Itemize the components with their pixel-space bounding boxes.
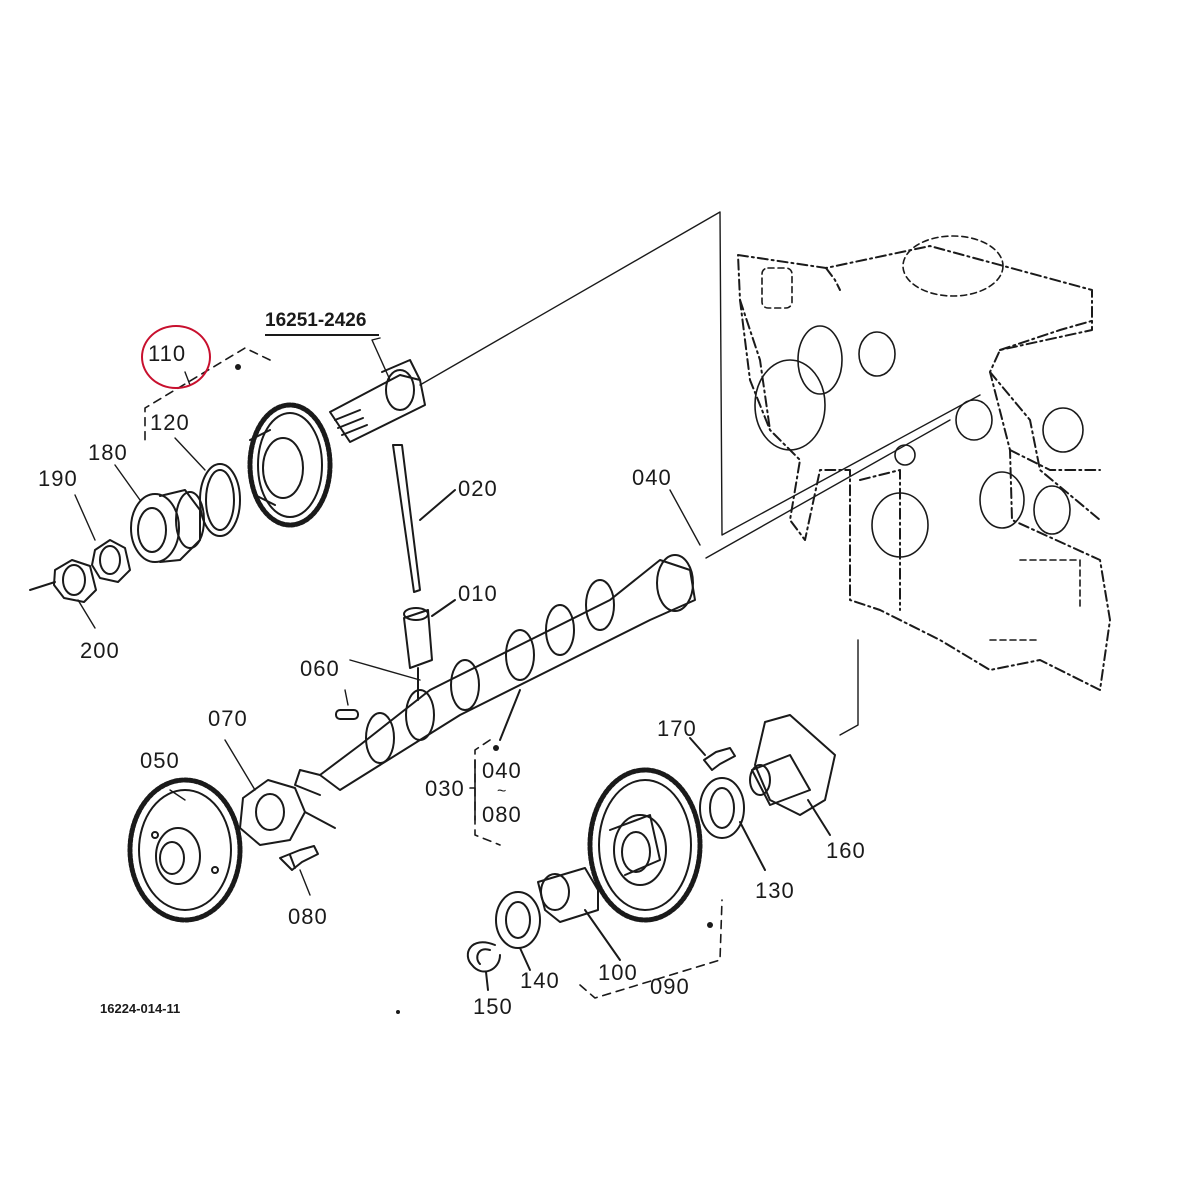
- cam-gear-050: [127, 777, 243, 923]
- callout-010[interactable]: 010: [458, 581, 498, 606]
- bearing-180: [130, 489, 205, 563]
- callout-070[interactable]: 070: [208, 706, 248, 731]
- callout-040-range[interactable]: 040: [482, 758, 522, 783]
- idler-gear-090: [587, 767, 703, 923]
- callout-060[interactable]: 060: [300, 656, 340, 681]
- tappet-010: [403, 599, 456, 701]
- idler-shaft: [329, 359, 426, 443]
- snap-ring-120: [199, 463, 241, 537]
- callout-110[interactable]: 110: [148, 341, 187, 366]
- callout-050[interactable]: 050: [140, 748, 180, 773]
- callout-030[interactable]: 030: [425, 776, 465, 801]
- callout-120[interactable]: 120: [150, 410, 190, 435]
- callout-080-range[interactable]: 080: [482, 802, 522, 827]
- part-number-underline: [265, 334, 379, 336]
- part-number-label[interactable]: 16251-2426: [265, 310, 367, 331]
- callout-080-bolt[interactable]: 080: [288, 904, 328, 929]
- nut-190: [91, 539, 131, 583]
- bolt-170: [689, 737, 736, 771]
- push-rod-020: [392, 444, 456, 593]
- bolt-080: [279, 845, 319, 871]
- assembly-leader-lines: [349, 211, 981, 736]
- callout-170[interactable]: 170: [657, 716, 697, 741]
- callout-180[interactable]: 180: [88, 440, 128, 465]
- callout-160[interactable]: 160: [826, 838, 866, 863]
- drawing-number: 16224-014-11: [100, 1001, 181, 1016]
- idler-shaft-160: [749, 714, 836, 836]
- callout-130[interactable]: 130: [755, 878, 795, 903]
- highlight-circle: [141, 325, 211, 389]
- callout-020[interactable]: 020: [458, 476, 498, 501]
- callout-100[interactable]: 100: [598, 960, 638, 985]
- engine-block-holes: [754, 235, 1084, 641]
- callout-leaders: [74, 337, 701, 896]
- reference-dots: [235, 364, 713, 1014]
- washer-130: [699, 777, 766, 871]
- callout-090[interactable]: 090: [650, 974, 690, 999]
- engine-block: [737, 245, 1111, 691]
- thrust-plate-070: [239, 779, 336, 846]
- key-060: [335, 709, 359, 720]
- nut-200: [29, 559, 97, 603]
- callout-040-top[interactable]: 040: [632, 465, 672, 490]
- washer-140: [495, 891, 541, 971]
- callout-140[interactable]: 140: [520, 968, 560, 993]
- callout-150[interactable]: 150: [473, 994, 513, 1019]
- idler-gear-top: [247, 402, 333, 528]
- bracket-090: [579, 899, 723, 999]
- camshaft-030: [294, 554, 696, 796]
- range-tilde: ~: [497, 783, 508, 800]
- snap-ring-150: [466, 941, 501, 991]
- callout-190[interactable]: 190: [38, 466, 78, 491]
- callout-200[interactable]: 200: [80, 638, 120, 663]
- bushing-100: [537, 867, 621, 961]
